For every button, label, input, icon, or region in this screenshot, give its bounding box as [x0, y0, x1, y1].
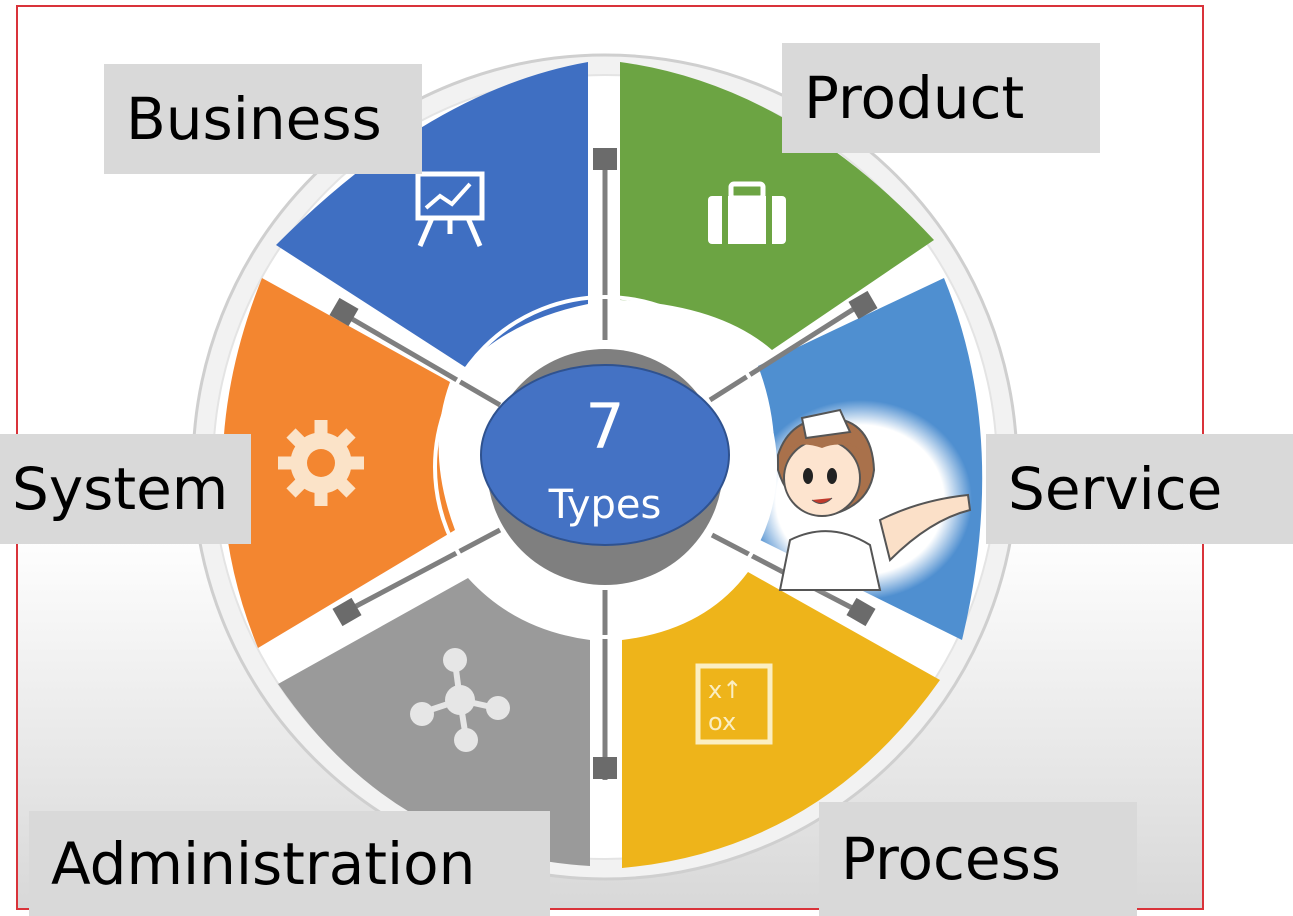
svg-text:x↑: x↑ [708, 676, 742, 704]
center-number: 7 [585, 390, 624, 463]
center-word: Types [548, 482, 662, 528]
label-product-text: Product [804, 64, 1025, 132]
segment-process [622, 572, 940, 868]
briefcase-icon [708, 181, 786, 244]
label-administration: Administration [29, 811, 550, 916]
label-system-text: System [12, 455, 229, 523]
nurse-mascot-icon [748, 400, 972, 600]
label-business-text: Business [126, 85, 382, 153]
presentation-chart-icon [415, 171, 485, 247]
segment-administration [278, 578, 590, 866]
label-product: Product [782, 43, 1100, 153]
label-business: Business [104, 64, 422, 174]
gear-icon [278, 420, 364, 506]
label-process: Process [819, 802, 1137, 916]
label-service-text: Service [1008, 455, 1223, 523]
label-system: System [0, 434, 251, 544]
network-nodes-icon [410, 648, 510, 752]
label-administration-text: Administration [51, 829, 476, 898]
svg-text:ox: ox [708, 708, 736, 736]
label-process-text: Process [841, 825, 1062, 893]
center-badge [480, 364, 730, 546]
strategy-board-icon: x↑ ox [695, 663, 773, 745]
label-service: Service [986, 434, 1293, 544]
